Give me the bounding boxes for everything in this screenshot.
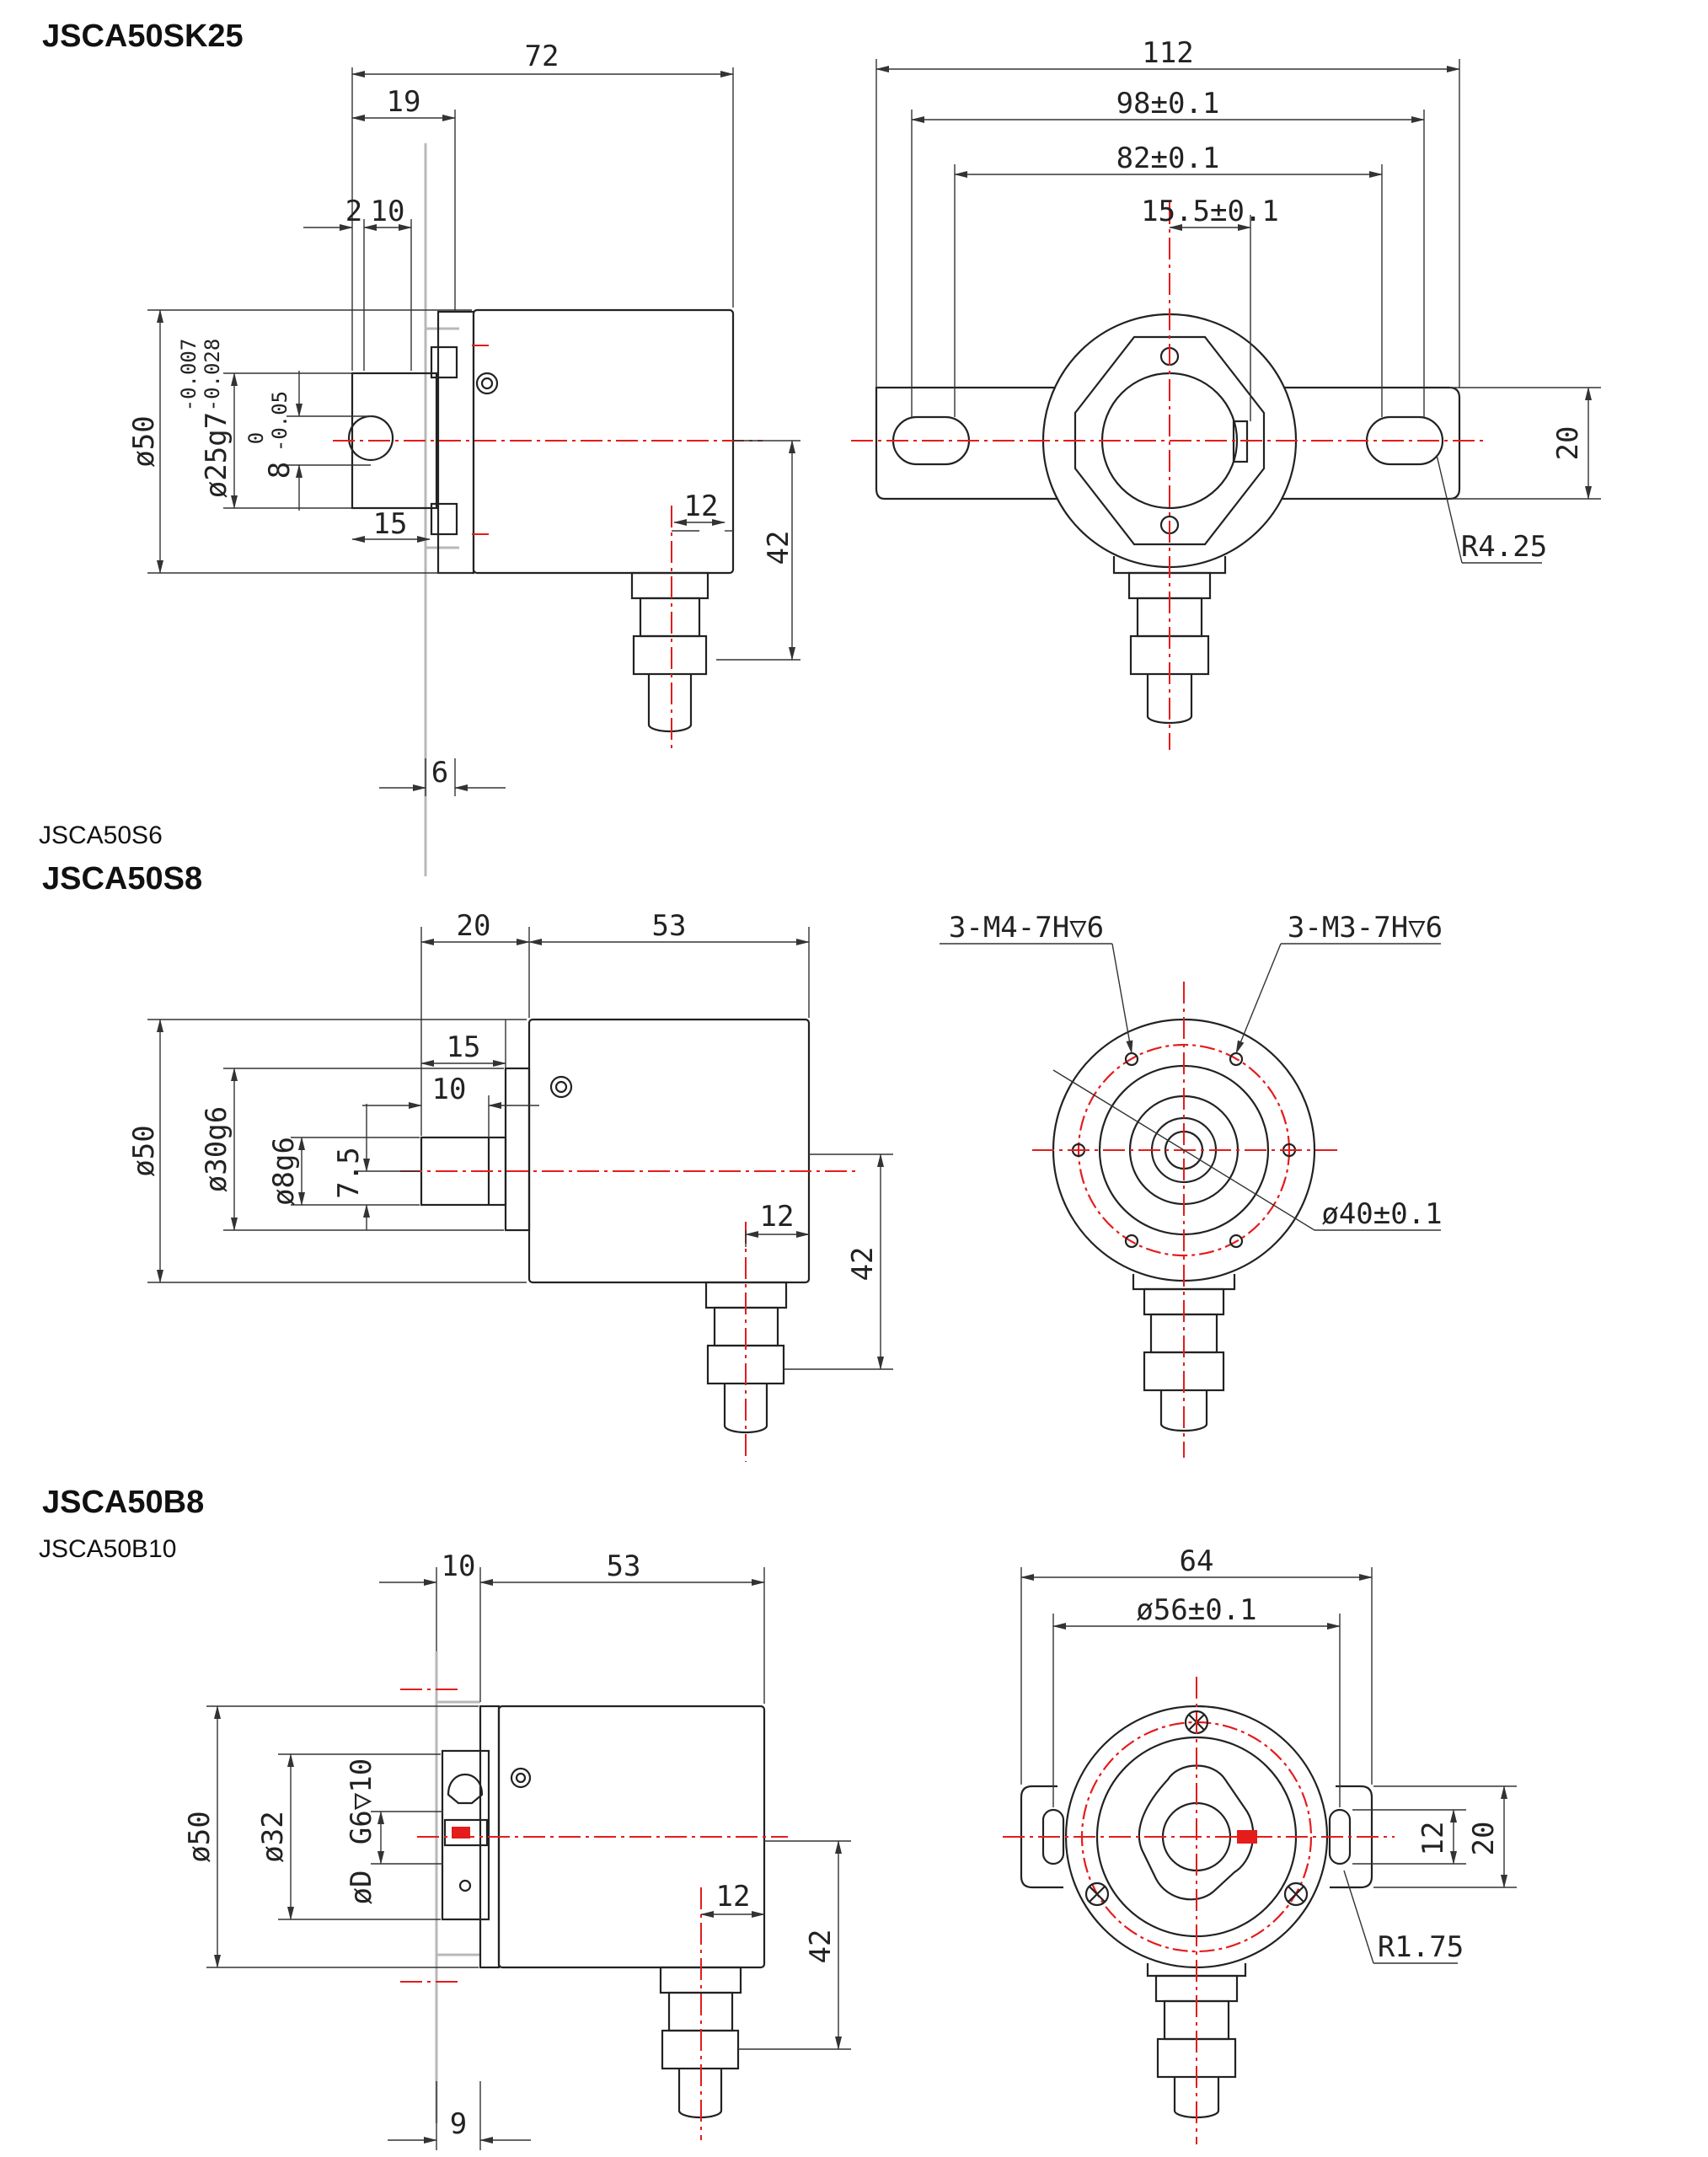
dim-cable-offset: 12 [716, 1880, 751, 1913]
dim-shaft-offset: 19 [387, 85, 421, 119]
dim-arm-height: 20 [1551, 426, 1585, 461]
model-subtitle: JSCA50S6 [39, 822, 163, 849]
dim-slot-outer: 98±0.1 [1116, 87, 1220, 120]
dim-key-length: 15 [373, 507, 408, 541]
b8-side-view: 10 53 ø50 ø32 øD G6▽10 12 42 9 [183, 1550, 851, 2150]
model-title: JSCA50S8 [42, 861, 203, 897]
dim-thread-m4: 3-M4-7H▽6 [949, 911, 1104, 945]
dim-plate-thickness: 6 [431, 756, 448, 789]
dim-pcd: ø40±0.1 [1321, 1197, 1442, 1231]
dim-key-tol-upper: 0 [244, 432, 268, 444]
model-subtitle: JSCA50B10 [39, 1535, 177, 1563]
dim-thread-m3: 3-M3-7H▽6 [1288, 911, 1443, 945]
dim-cable-height: 42 [846, 1247, 880, 1282]
sk25-front-view: 112 98±0.1 82±0.1 15.5±0.1 20 R4.25 [851, 36, 1601, 750]
dim-shaft-length: 10 [442, 1550, 476, 1583]
dim-shaft-length: 20 [457, 909, 491, 943]
dim-slot-radius: R1.75 [1378, 1930, 1464, 1964]
model-title: JSCA50SK25 [42, 19, 244, 54]
dim-shaft-length: 10 [371, 195, 405, 228]
dim-flange-height: 20 [1467, 1822, 1501, 1856]
dim-slot-pcd: ø56±0.1 [1136, 1593, 1256, 1627]
dim-bore-tol-upper: -0.007 [177, 339, 201, 412]
sk25-side-view: 72 19 2 10 ø50 ø25g7 -0.007 -0.028 8 0 -… [127, 40, 800, 876]
dim-body-diameter: ø50 [127, 415, 161, 467]
dim-bore-tol-lower: -0.028 [201, 339, 224, 412]
dim-body-length: 53 [607, 1550, 641, 1583]
dim-arm-width: 112 [1142, 36, 1193, 70]
model-title: JSCA50B8 [42, 1485, 205, 1520]
dim-key-tol-lower: -0.05 [268, 391, 292, 452]
dim-slot-radius: R4.25 [1461, 530, 1547, 564]
dim-length: 72 [525, 40, 560, 73]
dim-body-diameter: ø50 [183, 1811, 217, 1862]
b8-front-view: 64 ø56±0.1 12 20 R1.75 [1003, 1544, 1517, 2144]
dim-bore-diameter: øD [345, 1871, 378, 1905]
dim-bore-depth: G6▽10 [345, 1758, 378, 1844]
dim-key-offset: 15.5±0.1 [1141, 195, 1279, 228]
dim-body-length: 53 [652, 909, 687, 943]
dim-flange-width: 64 [1180, 1544, 1214, 1578]
dim-spigot-diameter: ø30g6 [200, 1106, 233, 1192]
dim-slot-inner: 82±0.1 [1116, 142, 1220, 175]
dim-plate-thickness: 9 [450, 2107, 467, 2141]
dim-cable-offset: 12 [684, 490, 719, 523]
dim-cable-height: 42 [804, 1930, 838, 1964]
dim-key-width: 8 [263, 462, 297, 479]
dim-flat-depth: 7.5 [332, 1147, 366, 1198]
dim-cable-offset: 12 [760, 1200, 795, 1234]
dim-bore-diameter: ø25g7 [200, 412, 233, 498]
dim-shaft-diameter: ø8g6 [267, 1137, 301, 1206]
s8-side-view: 20 53 15 10 ø50 ø30g6 ø8g6 7.5 12 42 [127, 909, 893, 1462]
dim-flat-offset: 10 [432, 1073, 467, 1106]
dim-flat-length: 15 [447, 1030, 481, 1064]
dim-spigot-diameter: ø32 [256, 1811, 290, 1862]
dim-gap: 2 [345, 195, 362, 228]
dim-slot-length: 12 [1416, 1822, 1450, 1856]
dim-body-diameter: ø50 [127, 1125, 161, 1176]
s8-front-view: 3-M4-7H▽6 3-M3-7H▽6 ø40±0.1 [940, 911, 1443, 1458]
dim-cable-height: 42 [762, 531, 795, 565]
